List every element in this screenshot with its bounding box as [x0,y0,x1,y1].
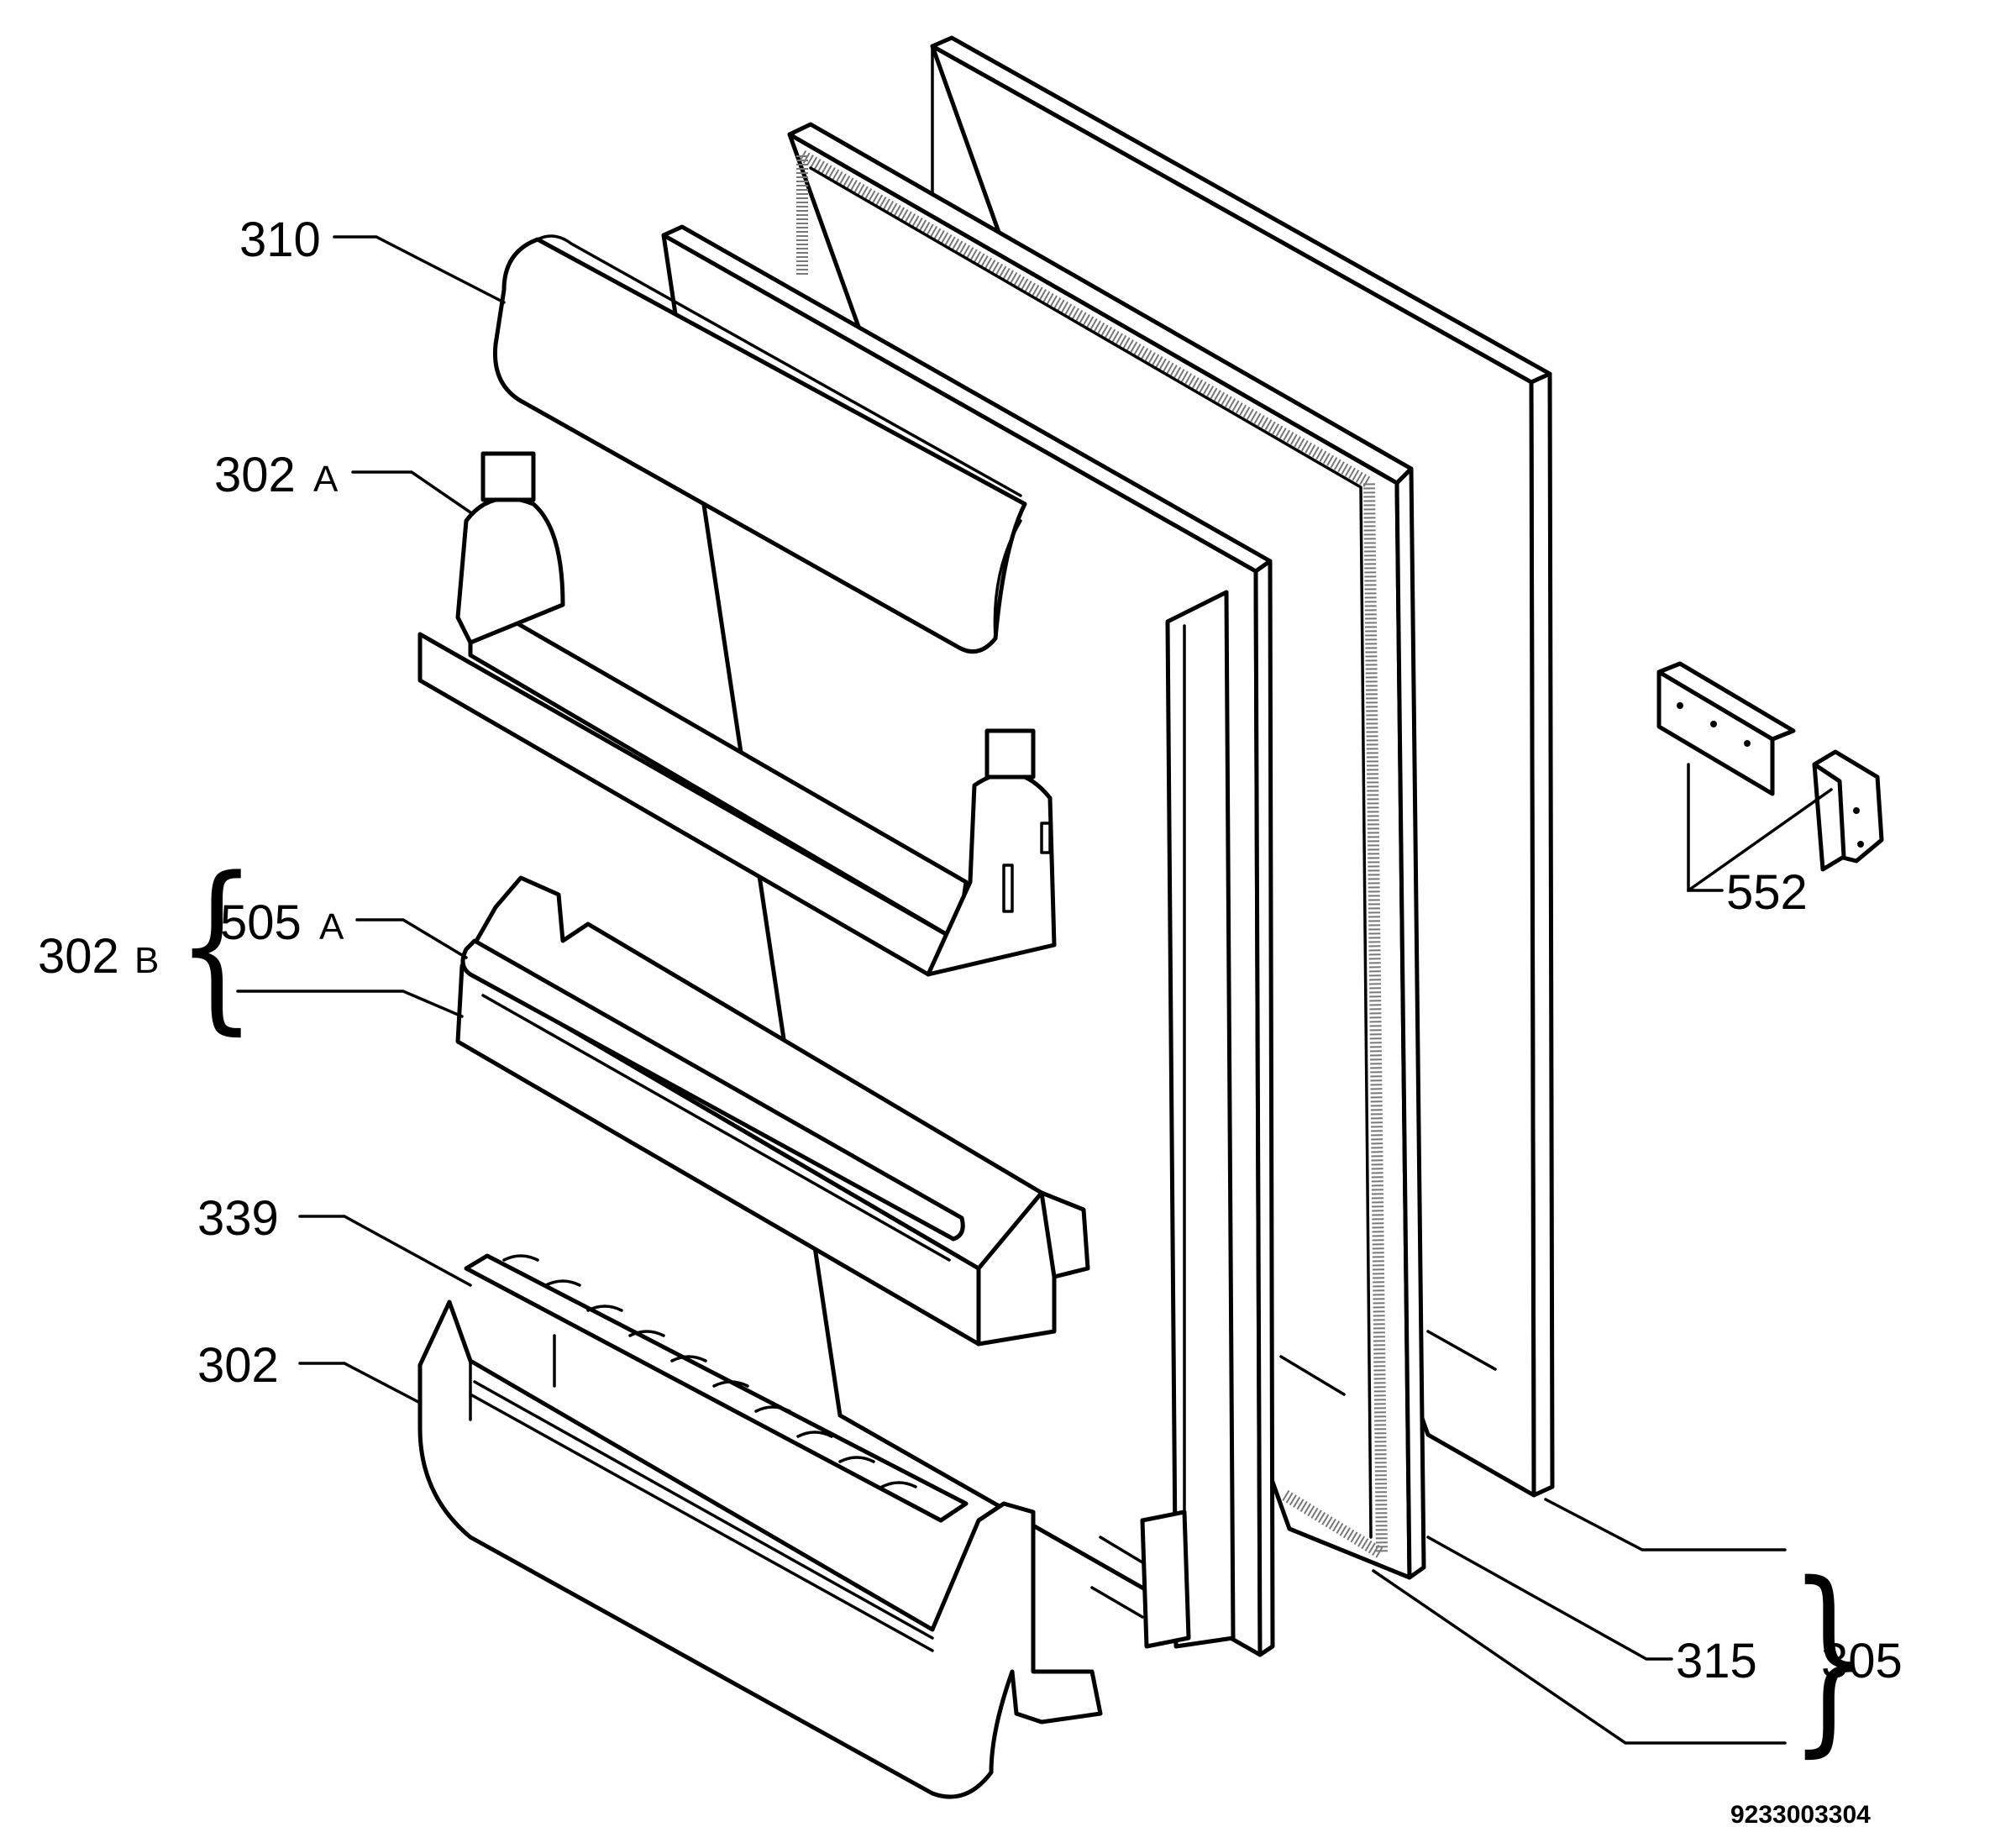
svg-text:302: 302 [214,448,296,502]
shelf-cover-310 [492,234,1027,654]
leader-lines [236,235,1787,1745]
label-339: 339 [197,1191,279,1246]
label-302: 302 [197,1338,279,1393]
label-302A: 302 A [214,448,339,502]
label-505A: 505 A [220,895,344,950]
svg-text:505: 505 [220,895,302,950]
brace-305: } [1789,1541,1869,1775]
label-552: 552 [1726,865,1808,920]
svg-text:B: B [134,940,159,981]
brace-302b: { [176,839,256,1052]
label-315: 315 [1676,1634,1757,1688]
svg-text:A: A [313,459,339,500]
label-305: 305 [1821,1634,1903,1688]
upper-door-shelf-302A [417,451,1057,977]
egg-tray-339 [464,1253,969,1523]
label-302B: 302 B [38,929,159,984]
hinge-parts-552 [1656,661,1884,892]
document-number: 9233003304 [1730,1801,1871,1827]
svg-text:302: 302 [38,929,119,984]
svg-text:A: A [319,906,344,948]
middle-door-shelf-302B [455,875,1090,1347]
bottom-door-shelf-302 [417,1299,1103,1799]
label-310: 310 [239,213,321,267]
